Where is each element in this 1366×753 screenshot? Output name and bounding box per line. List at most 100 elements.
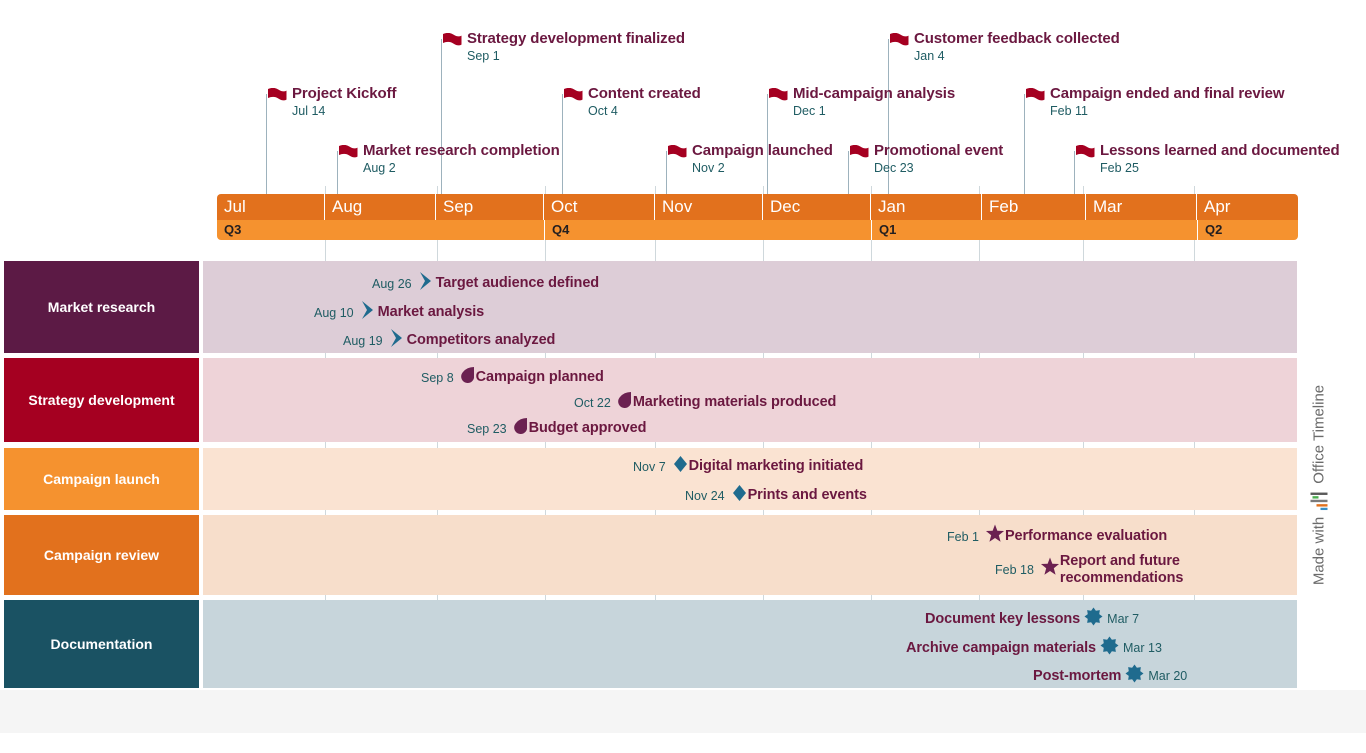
month-cell: Jan: [871, 194, 982, 220]
milestone-connector-line: [562, 94, 563, 200]
milestone-connector-line: [441, 39, 442, 200]
task-label: Archive campaign materials: [906, 639, 1097, 656]
task-milestone[interactable]: Nov 7 Digital marketing initiated: [627, 455, 863, 478]
flag-icon: [1074, 144, 1096, 167]
month-cell: Nov: [655, 194, 763, 220]
milestone-date: Jul 14: [292, 104, 326, 118]
milestone-title: Market research completion: [363, 142, 560, 159]
task-date: Nov 24: [685, 488, 725, 503]
task-date: Sep 23: [467, 421, 507, 436]
milestone-date: Dec 1: [793, 104, 826, 118]
chevron-marker-icon: [418, 271, 436, 296]
watermark-prefix: Made with: [1310, 516, 1328, 586]
quarter-cell: Q4: [544, 220, 871, 240]
milestone-title: Content created: [588, 85, 701, 102]
flag-icon: [337, 144, 359, 167]
quarter-cell: Q2: [1197, 220, 1298, 240]
watermark-brand: Office Timeline: [1310, 384, 1328, 484]
milestone-title: Lessons learned and documented: [1100, 142, 1340, 159]
task-label: Market analysis: [377, 304, 485, 321]
milestone-connector-line: [1074, 151, 1075, 200]
month-cell: Apr: [1204, 197, 1231, 216]
month-cell: Mar: [1086, 194, 1197, 220]
burst-marker-icon: [1100, 636, 1119, 660]
milestone-title: Campaign ended and final review: [1050, 85, 1285, 102]
footer-band: [0, 690, 1366, 733]
milestone-date: Aug 2: [363, 161, 396, 175]
star5-marker-icon: [985, 524, 1005, 549]
milestone-date: Oct 4: [588, 104, 618, 118]
swimlane-label[interactable]: Market research: [4, 261, 199, 353]
flag-icon: [848, 144, 870, 167]
milestone-connector-line: [666, 151, 667, 200]
milestone-title: Strategy development finalized: [467, 30, 685, 47]
swimlane-label[interactable]: Documentation: [4, 600, 199, 688]
swimlane-campaign-launch: Campaign launch Nov 7 Digital marketing in…: [0, 448, 1366, 510]
task-date: Oct 22: [574, 395, 611, 410]
task-date: Nov 7: [633, 459, 666, 474]
task-date: Feb 18: [995, 562, 1034, 577]
task-milestone[interactable]: Document key lessons Mar 7: [925, 607, 1139, 631]
flag-icon: [441, 32, 463, 55]
task-milestone[interactable]: Nov 24 Prints and events: [679, 484, 867, 507]
task-date: Feb 1: [947, 529, 979, 544]
task-label: Prints and events: [747, 487, 867, 504]
quarter-cell: Q1: [871, 220, 1197, 240]
task-date: Aug 26: [372, 276, 412, 291]
flag-icon: [266, 87, 288, 110]
milestone-connector-line: [266, 94, 267, 200]
task-milestone[interactable]: Sep 23 Budget approved: [461, 416, 646, 441]
task-label: Budget approved: [528, 420, 647, 437]
burst-marker-icon: [1084, 607, 1103, 631]
burst-marker-icon: [1125, 664, 1144, 688]
month-cell: Feb: [982, 194, 1086, 220]
flag-icon: [562, 87, 584, 110]
swimlane-label[interactable]: Campaign launch: [4, 448, 199, 510]
flag-icon: [888, 32, 910, 55]
task-label: Post-mortem: [1033, 667, 1122, 684]
swimlane-track: Document key lessons Mar 7 Archive campaig…: [203, 600, 1297, 688]
milestone-date: Jan 4: [914, 49, 945, 63]
milestone-title: Promotional event: [874, 142, 1004, 159]
month-cell: Dec: [763, 194, 871, 220]
task-label: Digital marketing initiated: [688, 458, 864, 475]
teardrop-marker-icon: [617, 390, 633, 415]
swimlane-label[interactable]: Campaign review: [4, 515, 199, 595]
task-date: Mar 20: [1148, 669, 1188, 683]
office-timeline-watermark: Made with Office Timeline: [1306, 360, 1332, 610]
milestone-title: Project Kickoff: [292, 85, 397, 102]
task-label: Document key lessons: [925, 610, 1081, 627]
milestone-date: Sep 1: [467, 49, 500, 63]
milestone-title: Customer feedback collected: [914, 30, 1120, 47]
milestone-title: Campaign launched: [692, 142, 833, 159]
chevron-marker-icon: [360, 300, 378, 325]
swimlane-label[interactable]: Strategy development: [4, 358, 199, 442]
milestone-title: Mid-campaign analysis: [793, 85, 956, 102]
milestone-connector-line: [888, 39, 889, 200]
swimlane-documentation: Documentation Document key lessons Mar 7 Ar…: [0, 600, 1366, 688]
task-label: Campaign planned: [475, 369, 604, 386]
diamond-marker-icon: [731, 484, 748, 507]
month-cell: Aug: [325, 194, 436, 220]
diamond-marker-icon: [672, 455, 689, 478]
teardrop-marker-icon: [513, 416, 529, 441]
task-date: Mar 7: [1107, 612, 1140, 626]
task-milestone[interactable]: Post-mortem Mar 20: [1033, 664, 1187, 688]
